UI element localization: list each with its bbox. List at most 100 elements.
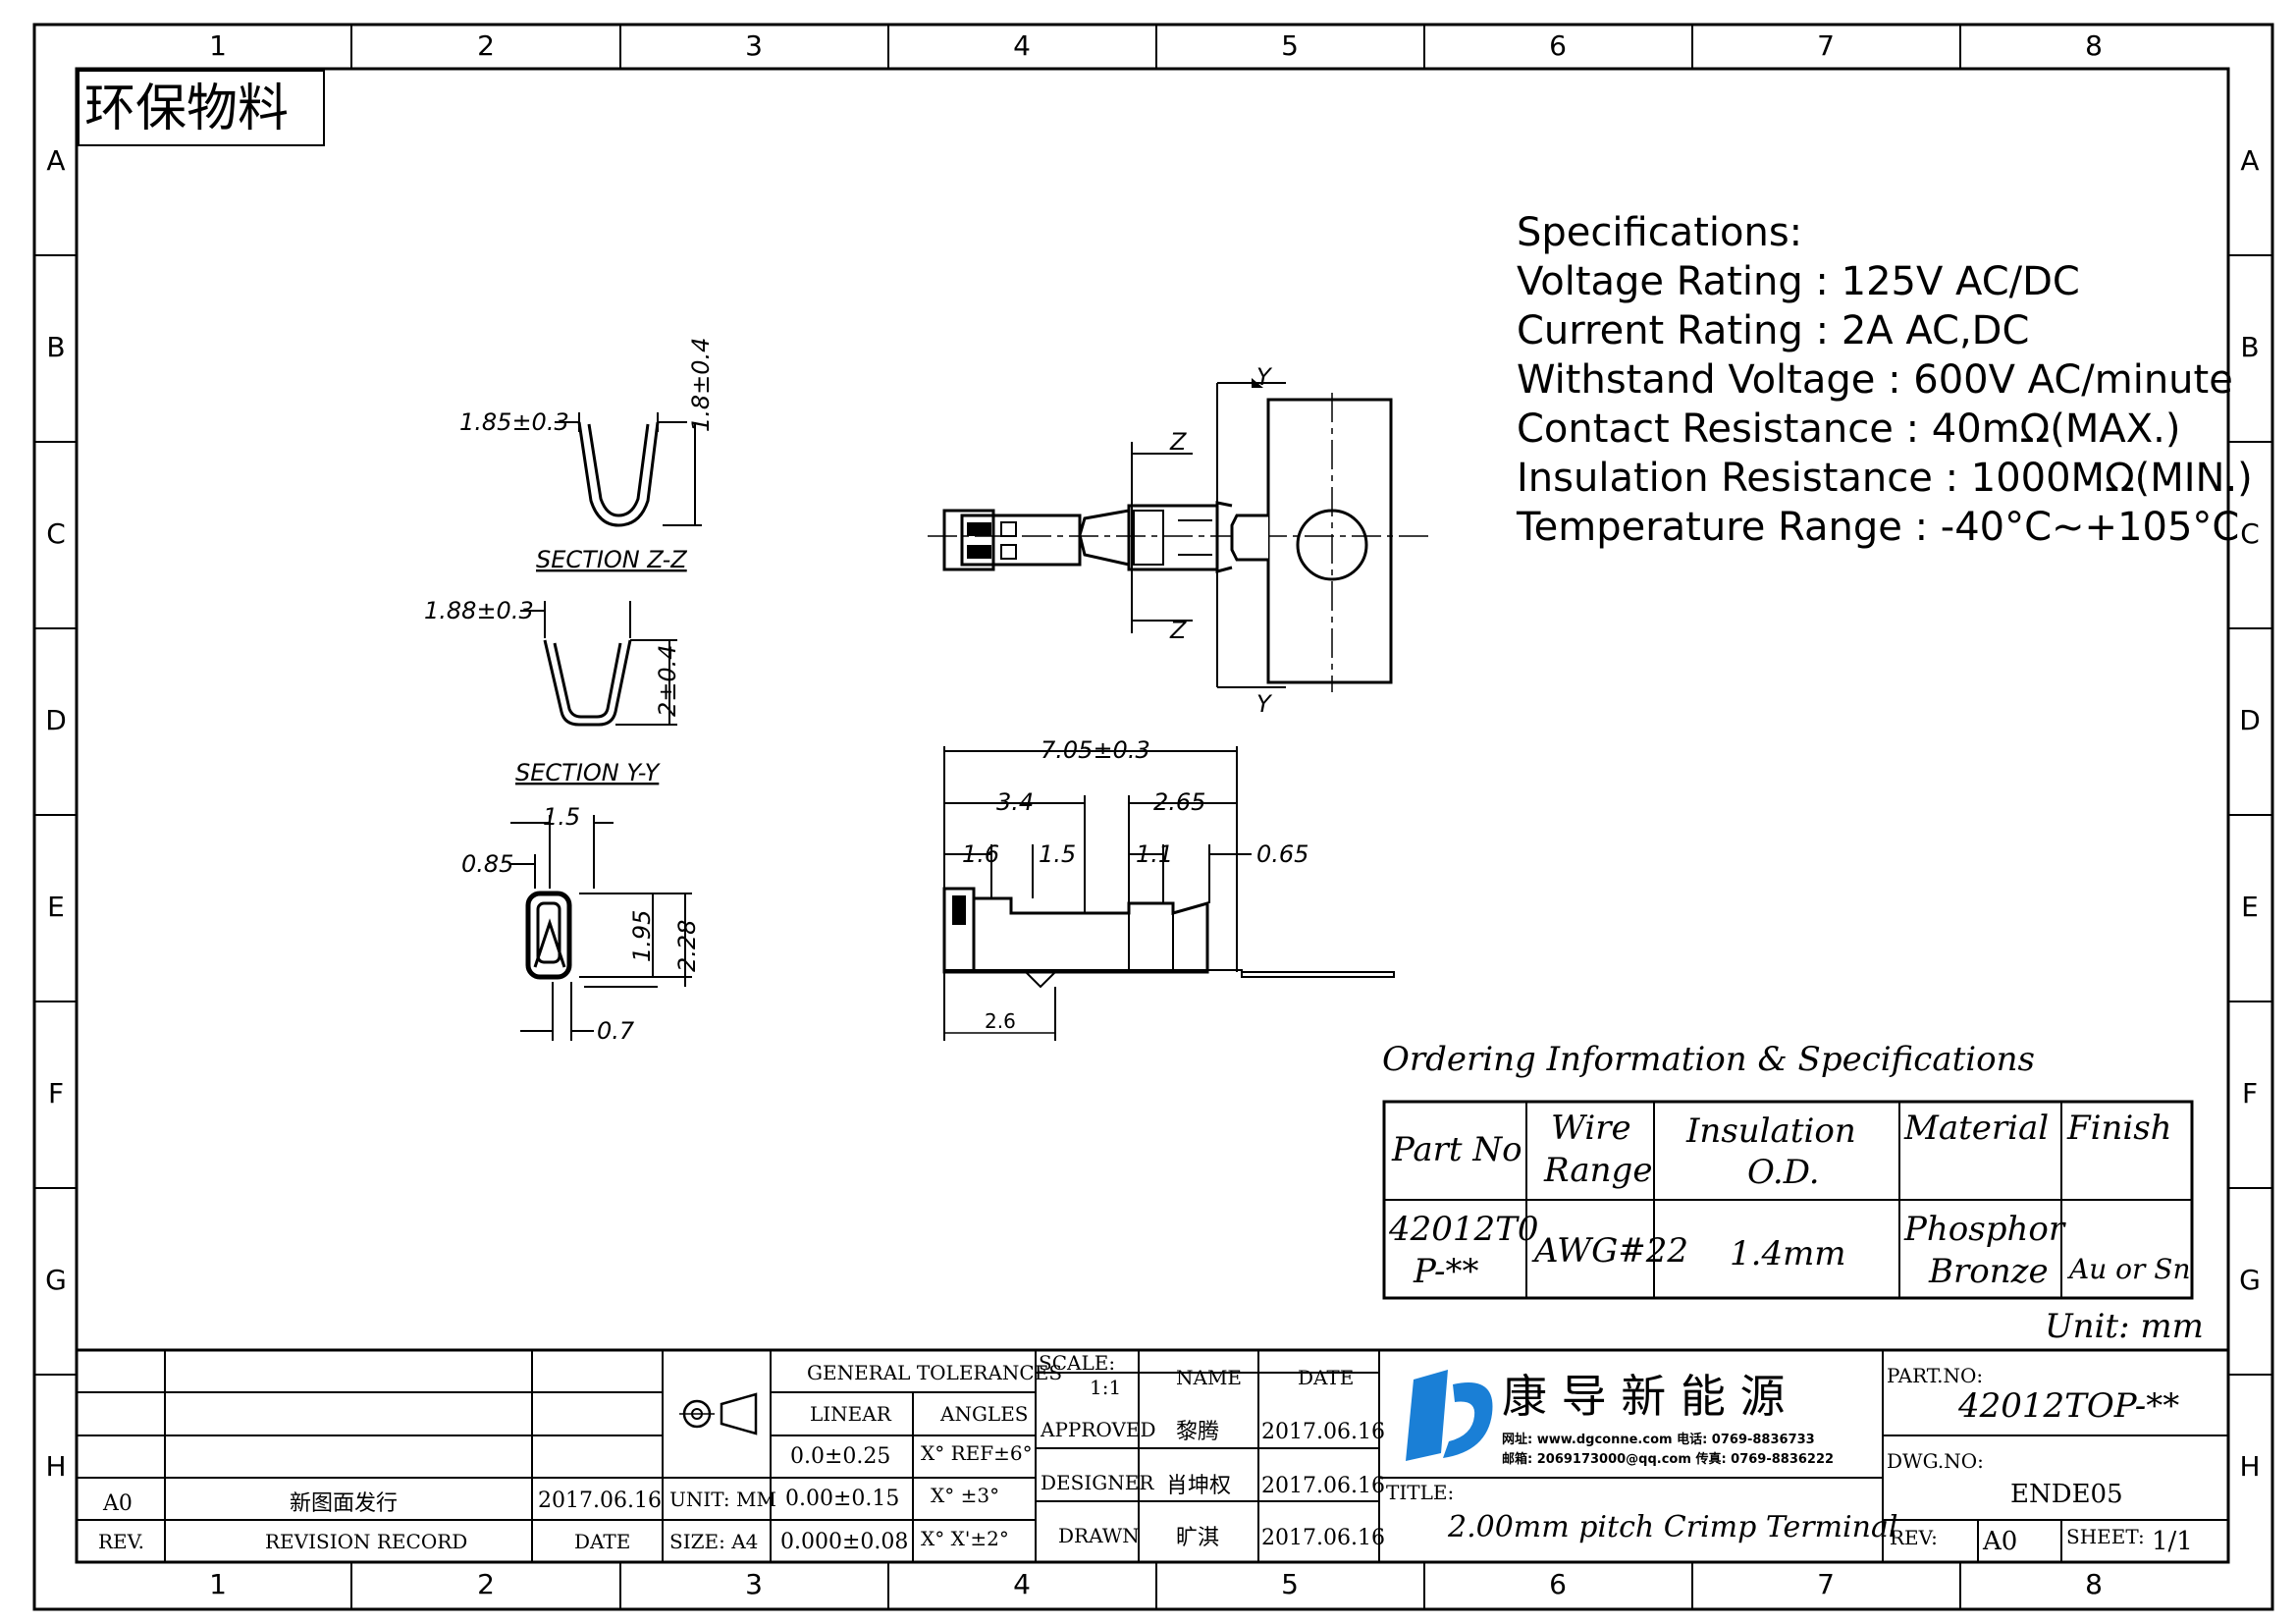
- designer-label: DESIGNER: [1041, 1471, 1154, 1494]
- size-label: SIZE: A4: [669, 1530, 758, 1553]
- row-label: C: [2240, 517, 2260, 550]
- crimp-tab: [1266, 398, 1393, 684]
- rev-value: A0: [102, 1491, 133, 1516]
- terminal-side-view: 7.05±0.3 3.4 2.65 1.6 1.5 1.1 0.65 2.6: [942, 736, 1395, 1041]
- section-mark-y: Y: [1256, 690, 1273, 718]
- scale-label: SCALE:: [1039, 1351, 1115, 1375]
- section-zz-inner: [587, 423, 650, 517]
- row-label: B: [2240, 331, 2259, 363]
- section-mark-z: Z: [1169, 428, 1187, 456]
- section-zz-label: SECTION Z-Z: [536, 546, 687, 573]
- section-yy-outer: [543, 639, 632, 727]
- col-label: 3: [745, 1568, 763, 1600]
- row-label: D: [2239, 704, 2261, 736]
- drawn-label: DRAWN: [1058, 1524, 1140, 1547]
- spec-title: Specifications:: [1517, 210, 1802, 255]
- angle-tol: X° ±3°: [931, 1484, 999, 1507]
- spec-line: Withstand Voltage : 600V AC/minute: [1517, 357, 2233, 403]
- part-no-label: PART.NO:: [1887, 1364, 1983, 1387]
- dim-side: 3.4: [996, 788, 1034, 816]
- col-label: 6: [1549, 1568, 1567, 1600]
- row-label: G: [45, 1264, 67, 1296]
- col-label: 2: [477, 1568, 495, 1600]
- specifications: Specifications: Voltage Rating : 125V AC…: [1516, 210, 2253, 550]
- col-label: 5: [1281, 1568, 1299, 1600]
- col-label: 1: [209, 1568, 227, 1600]
- dim-zz-height: 1.8±0.4: [687, 338, 715, 432]
- section-zz-outer: [577, 421, 660, 527]
- dim-side: 1.1: [1136, 840, 1173, 868]
- ordering-title: Ordering Information & Specifications: [1382, 1040, 2035, 1079]
- revision-date: 2017.06.16: [538, 1489, 662, 1513]
- col-label: 7: [1817, 1568, 1835, 1600]
- cell-insulation: 1.4mm: [1730, 1234, 1846, 1273]
- drawn-name: 旷淇: [1176, 1526, 1219, 1550]
- angle-tol: X° REF±6°: [921, 1441, 1033, 1465]
- company-name: 康 导 新 能 源: [1502, 1370, 1786, 1423]
- row-label: C: [46, 517, 66, 550]
- angles-label: ANGLES: [939, 1402, 1029, 1426]
- linear-label: LINEAR: [810, 1402, 892, 1426]
- terminal-top-view: Y Y Z Z: [928, 363, 1428, 718]
- cell-material: Phosphor: [1903, 1210, 2066, 1249]
- spec-line: Insulation Resistance : 1000MΩ(MIN.): [1517, 456, 2253, 501]
- column-labels-bottom: 1 2 3 4 5 6 7 8: [209, 1568, 2103, 1600]
- name-header: NAME: [1176, 1366, 1242, 1389]
- col-label: 4: [1013, 1568, 1031, 1600]
- row-label: E: [47, 891, 65, 923]
- designer-name: 肖坤权: [1166, 1474, 1231, 1498]
- dim-end-top: 1.5: [543, 803, 580, 831]
- eco-label: 环保物料: [84, 80, 289, 138]
- designer-date: 2017.06.16: [1261, 1474, 1385, 1498]
- row-label: B: [46, 331, 65, 363]
- company-contact: 邮箱: 2069173000@qq.com 传真: 0769-8836222: [1502, 1451, 1834, 1467]
- linear-tol: 0.000±0.08: [780, 1530, 908, 1554]
- col-label: 2: [477, 29, 495, 62]
- unit-label: UNIT: MM: [669, 1488, 776, 1511]
- company-contact: 网址: www.dgconne.com 电话: 0769-8836733: [1502, 1432, 1815, 1447]
- tab-hole: [1296, 509, 1368, 581]
- spec-line: Temperature Range : -40°C~+105°C: [1516, 505, 2239, 550]
- row-label: F: [48, 1077, 64, 1110]
- approved-name: 黎腾: [1176, 1420, 1219, 1444]
- approved-date: 2017.06.16: [1261, 1420, 1385, 1444]
- dim-side: 2.65: [1153, 788, 1205, 816]
- part-no-value: 42012TOP-**: [1957, 1386, 2179, 1426]
- record-header: REVISION RECORD: [265, 1530, 467, 1553]
- cell-part-no: P-**: [1413, 1252, 1479, 1291]
- section-yy-label: SECTION Y-Y: [515, 759, 662, 786]
- dwg-no-label: DWG.NO:: [1887, 1449, 1984, 1473]
- scale-value: 1:1: [1090, 1376, 1121, 1399]
- section-yy-view: 1.88±0.3 2±0.4 SECTION Y-Y: [424, 597, 681, 786]
- outer-frame: [32, 23, 2274, 1611]
- row-label: F: [2242, 1077, 2258, 1110]
- row-labels-right: A B C D E F G H: [2239, 144, 2261, 1483]
- dim-total-length: 7.05±0.3: [1041, 736, 1150, 764]
- header-finish: Finish: [2066, 1109, 2172, 1148]
- dim-side: 1.6: [962, 840, 999, 868]
- dim-end-left: 0.85: [461, 850, 513, 878]
- date-header: DATE: [1298, 1366, 1354, 1389]
- spec-line: Current Rating : 2A AC,DC: [1517, 308, 2029, 353]
- header-part-no: Part No: [1391, 1130, 1522, 1169]
- dim-yy-height: 2±0.4: [654, 644, 681, 717]
- dim-side: 0.65: [1256, 840, 1308, 868]
- dwg-no-value: ENDE05: [2010, 1480, 2123, 1509]
- col-label: 7: [1817, 29, 1835, 62]
- row-label: H: [2239, 1450, 2260, 1483]
- section-yy-inner: [553, 642, 622, 719]
- header-material: Material: [1903, 1109, 2049, 1148]
- angle-tol: X° X'±2°: [921, 1527, 1009, 1550]
- spec-line: Voltage Rating : 125V AC/DC: [1517, 259, 2080, 304]
- cell-material: Bronze: [1928, 1252, 2049, 1291]
- linear-tol: 0.00±0.15: [785, 1487, 899, 1511]
- col-label: 5: [1281, 29, 1299, 62]
- sheet-label: SHEET:: [2066, 1525, 2145, 1548]
- col-label: 6: [1549, 29, 1567, 62]
- date-header: DATE: [574, 1530, 630, 1553]
- end-view: 1.5 0.85 1.95 2.28 0.7: [461, 803, 701, 1045]
- ordering-info: Ordering Information & Specifications Pa…: [1382, 1040, 2204, 1346]
- row-label: G: [2239, 1264, 2261, 1296]
- row-labels-left: A B C D E F G H: [45, 144, 67, 1483]
